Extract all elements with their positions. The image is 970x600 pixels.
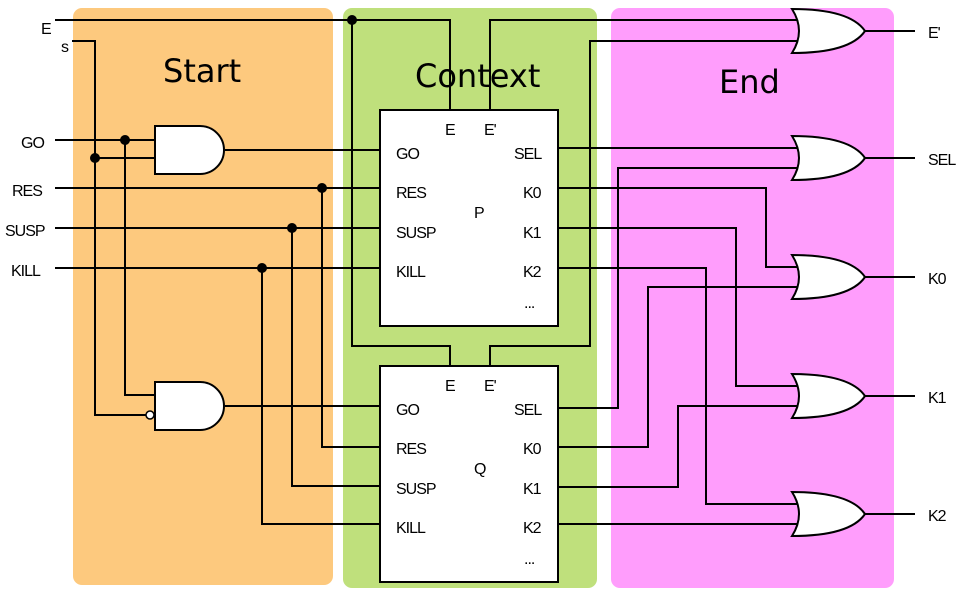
or-gate-sel	[790, 134, 867, 182]
pin-res: RES	[396, 441, 426, 458]
junction-dots	[90, 15, 357, 273]
inverter-bubble	[145, 410, 155, 420]
or-gate-k0	[790, 253, 867, 301]
context-title: Context	[415, 57, 540, 95]
pin-go: GO	[396, 146, 419, 163]
pin-k1: K1	[523, 481, 542, 498]
output-sel-label: SEL	[928, 152, 956, 169]
output-k0-label: K0	[928, 271, 947, 288]
or-gates	[790, 7, 867, 538]
input-susp-label: SUSP	[5, 223, 45, 240]
pin-sel: SEL	[514, 402, 542, 419]
output-k2-label: K2	[928, 508, 947, 525]
block-q: E E' GO RES SUSP KILL Q SEL K0 K1 K2 ...	[379, 365, 559, 583]
block-name: Q	[474, 461, 486, 478]
input-s-label: s	[61, 39, 69, 56]
start-title: Start	[163, 52, 241, 90]
pin-k0: K0	[523, 185, 542, 202]
pin-kill: KILL	[396, 264, 426, 281]
output-k1-label: K1	[928, 390, 947, 407]
input-res-label: RES	[12, 183, 42, 200]
and-gate-go-not-s	[154, 381, 225, 431]
start-region	[73, 8, 333, 585]
or-gate-k1	[790, 372, 867, 420]
wires	[55, 19, 915, 525]
pin-res: RES	[396, 185, 426, 202]
input-e-label: E	[41, 21, 51, 38]
pin-e: E	[445, 378, 455, 395]
pin-k2: K2	[523, 520, 542, 537]
pin-go: GO	[396, 402, 419, 419]
block-p: E E' GO RES SUSP KILL P SEL K0 K1 K2 ...	[379, 109, 559, 327]
pin-k0: K0	[523, 441, 542, 458]
pin-e: E	[445, 122, 455, 139]
pin-k2: K2	[523, 264, 542, 281]
pin-k1: K1	[523, 225, 542, 242]
pin-e-prime: E'	[484, 378, 497, 395]
input-go-label: GO	[21, 135, 44, 152]
pin-e-prime: E'	[484, 122, 497, 139]
pin-susp: SUSP	[396, 225, 436, 242]
pin-more: ...	[524, 295, 534, 312]
or-gate-e-prime	[790, 7, 867, 55]
output-e-prime-label: E'	[928, 25, 941, 42]
end-title: End	[719, 63, 780, 101]
and-gate-go	[154, 125, 225, 175]
pin-susp: SUSP	[396, 481, 436, 498]
or-gate-k2	[790, 490, 867, 538]
block-name: P	[474, 205, 484, 222]
pin-more: ...	[524, 551, 534, 568]
pin-kill: KILL	[396, 520, 426, 537]
input-kill-label: KILL	[11, 263, 41, 280]
pin-sel: SEL	[514, 146, 542, 163]
